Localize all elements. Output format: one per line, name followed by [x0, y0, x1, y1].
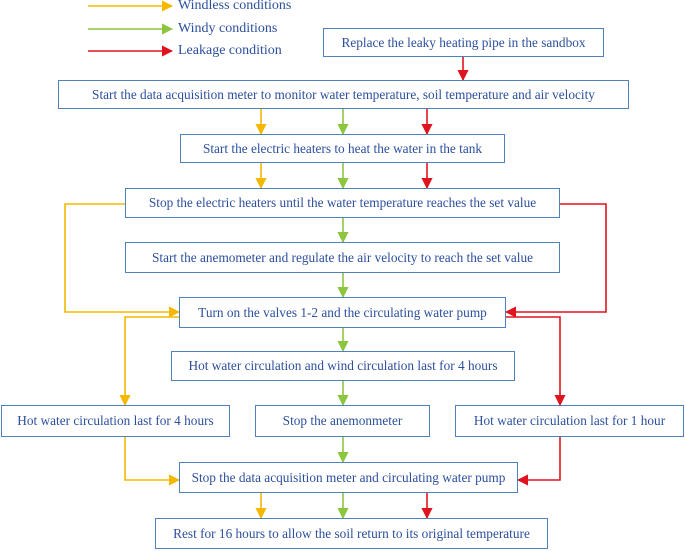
legend-windy-label: Windy conditions: [178, 21, 278, 36]
step-start-heaters: Start the electric heaters to heat the w…: [180, 134, 505, 163]
step-hot-wind-circulation: Hot water circulation and wind circulati…: [171, 351, 515, 381]
step-hot-water-4h: Hot water circulation last for 4 hours: [1, 405, 230, 437]
arrow-stop-valves-windless: [64, 203, 181, 318]
step-stop-data-acquisition: Stop the data acquisition meter and circ…: [179, 462, 518, 493]
legend-windless-label: Windless conditions: [178, 0, 292, 13]
arrow-stop-valves-leakage: [504, 203, 607, 318]
step-replace-pipe: Replace the leaky heating pipe in the sa…: [323, 28, 604, 57]
step-rest: Rest for 16 hours to allow the soil retu…: [155, 518, 548, 549]
step-start-data-acquisition: Start the data acquisition meter to moni…: [58, 80, 629, 109]
arrow-valves-1h-leakage: [506, 316, 566, 407]
step-turn-on-valves: Turn on the valves 1-2 and the circulati…: [179, 297, 506, 328]
legend-leakage-label: Leakage condition: [178, 43, 282, 58]
step-start-anemometer: Start the anemometer and regulate the ai…: [125, 242, 560, 273]
step-stop-heaters: Stop the electric heaters until the wate…: [125, 188, 560, 218]
arrow-valves-4h-windless: [119, 316, 179, 407]
step-hot-water-1h: Hot water circulation last for 1 hour: [455, 405, 684, 437]
step-stop-anemometer: Stop the anemonmeter: [255, 405, 430, 437]
arrow-4h-stopdaq-windless: [124, 437, 181, 486]
arrow-1h-stopdaq-leakage: [516, 437, 561, 486]
